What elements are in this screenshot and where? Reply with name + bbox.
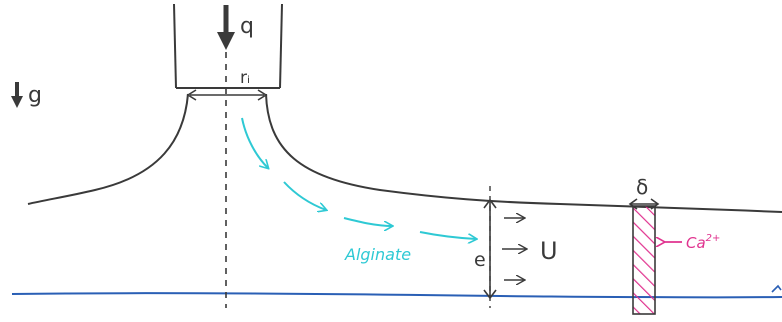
substrate-edge-mark [771,284,782,293]
alginate-label: Alginate [344,245,411,264]
streamline-arrow-4 [419,231,476,239]
calcium-label: Ca2+ [686,233,720,252]
gel-right-arrowhead [650,198,660,210]
film-top-arrowhead [483,198,497,209]
thickness-label: e [474,249,486,271]
gel-thickness-label: δ [636,175,648,199]
gravity-arrow-head [11,96,23,108]
streamline-arrow-3 [343,217,392,226]
streamline-arrow-2 [283,181,326,210]
ri-right-arrowhead [257,89,268,101]
flow-rate-label: q [240,14,254,39]
flow-arrow-head [217,32,235,50]
gravity-label: g [28,83,42,108]
film-bottom-arrowhead [483,289,497,300]
substrate-line [11,292,782,299]
jet-left-surface [27,93,189,205]
nozzle-left-wall [173,3,177,89]
radius-label: rᵢ [240,68,250,88]
gel-layer-band [632,205,656,315]
nozzle-right-wall [279,3,283,89]
velocity-label: U [540,237,558,265]
calcium-charge: 2+ [706,233,721,244]
streamline-arrow-1 [241,117,268,168]
ri-left-arrowhead [186,89,197,101]
gel-left-arrowhead [628,198,638,210]
jet-right-surface [265,93,782,213]
